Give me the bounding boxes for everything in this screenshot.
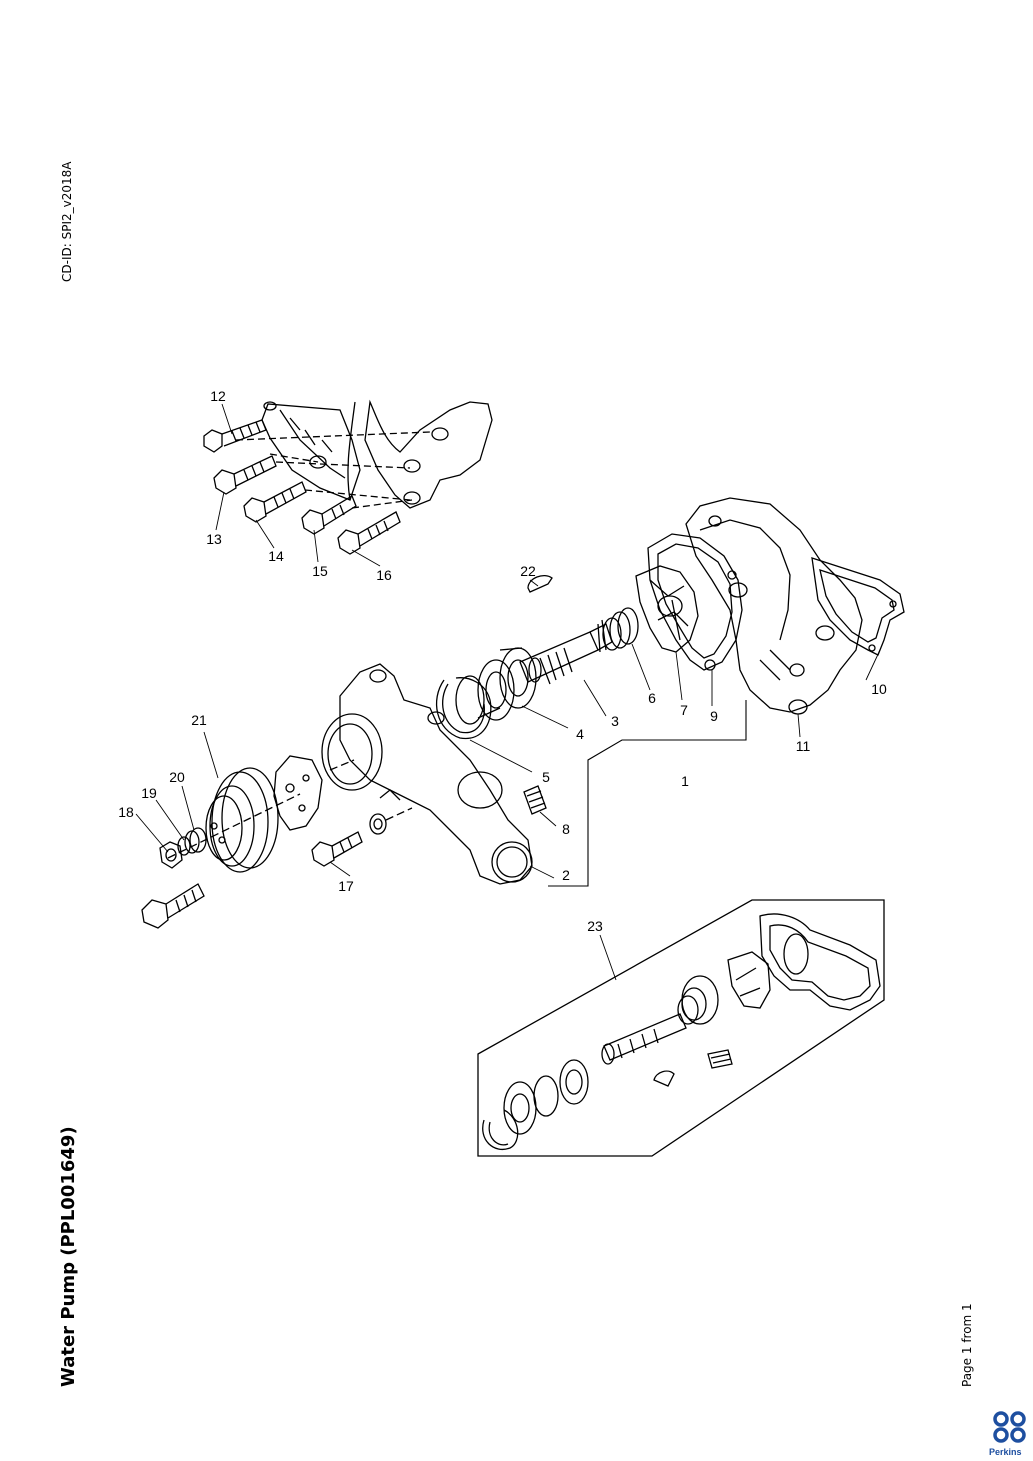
bolt-15 xyxy=(301,495,357,535)
callout-14: 14 xyxy=(268,548,284,564)
bolt-16 xyxy=(337,511,401,555)
callout-19: 19 xyxy=(141,785,157,801)
bolt-14 xyxy=(243,481,307,523)
callout-23: 23 xyxy=(587,918,603,934)
bearing-4 xyxy=(455,647,537,725)
callout-16: 16 xyxy=(376,567,392,583)
pulley-21 xyxy=(205,767,279,873)
engine-mount-section xyxy=(235,399,493,509)
callout-13: 13 xyxy=(206,531,222,547)
bolt-13 xyxy=(213,455,277,495)
group-bracket-1 xyxy=(548,700,747,887)
perkins-logo-text: Perkins xyxy=(989,1447,1022,1457)
pump-body-2 xyxy=(321,663,533,885)
seal-6 xyxy=(597,607,639,653)
callout-8: 8 xyxy=(562,821,570,837)
callout-10: 10 xyxy=(871,681,887,697)
callout-3: 3 xyxy=(611,713,619,729)
lower-bolt xyxy=(141,883,205,929)
callout-4: 4 xyxy=(576,726,584,742)
callout-11: 11 xyxy=(796,738,811,754)
callout-18: 18 xyxy=(118,804,134,820)
washer-17 xyxy=(369,813,387,835)
callout-20: 20 xyxy=(169,769,185,785)
callout-6: 6 xyxy=(648,690,656,706)
key-22 xyxy=(527,574,553,593)
callout-9: 9 xyxy=(710,708,718,724)
bolt-17 xyxy=(311,831,363,867)
impeller-7 xyxy=(635,565,699,653)
callout-1: 1 xyxy=(681,773,689,789)
callout-17: 17 xyxy=(338,878,354,894)
gasket-10 xyxy=(811,557,905,656)
callout-5: 5 xyxy=(542,769,550,785)
shaft-3 xyxy=(519,623,613,685)
callout-7: 7 xyxy=(680,702,688,718)
callout-12: 12 xyxy=(210,388,226,404)
bolt-12 xyxy=(203,419,267,453)
callout-15: 15 xyxy=(312,563,328,579)
rear-housing xyxy=(685,497,863,715)
callout-2: 2 xyxy=(562,867,570,883)
callout-labels: 1 2 3 4 5 6 7 8 9 10 11 12 13 14 15 16 1… xyxy=(118,388,887,934)
perkins-logo xyxy=(993,1411,1026,1443)
hub-flange xyxy=(273,755,323,831)
plug-8 xyxy=(523,785,547,815)
leader-lines xyxy=(135,403,881,981)
kit-23-box xyxy=(477,899,885,1157)
callout-21: 21 xyxy=(191,712,207,728)
callout-22: 22 xyxy=(520,563,536,579)
assembly-line-front xyxy=(167,793,301,859)
gasket-9 xyxy=(647,533,743,671)
assembly-line-17 xyxy=(385,807,413,821)
nut-18 xyxy=(159,841,183,869)
washers-19-20 xyxy=(177,827,207,856)
assembly-line-hub xyxy=(329,759,355,771)
